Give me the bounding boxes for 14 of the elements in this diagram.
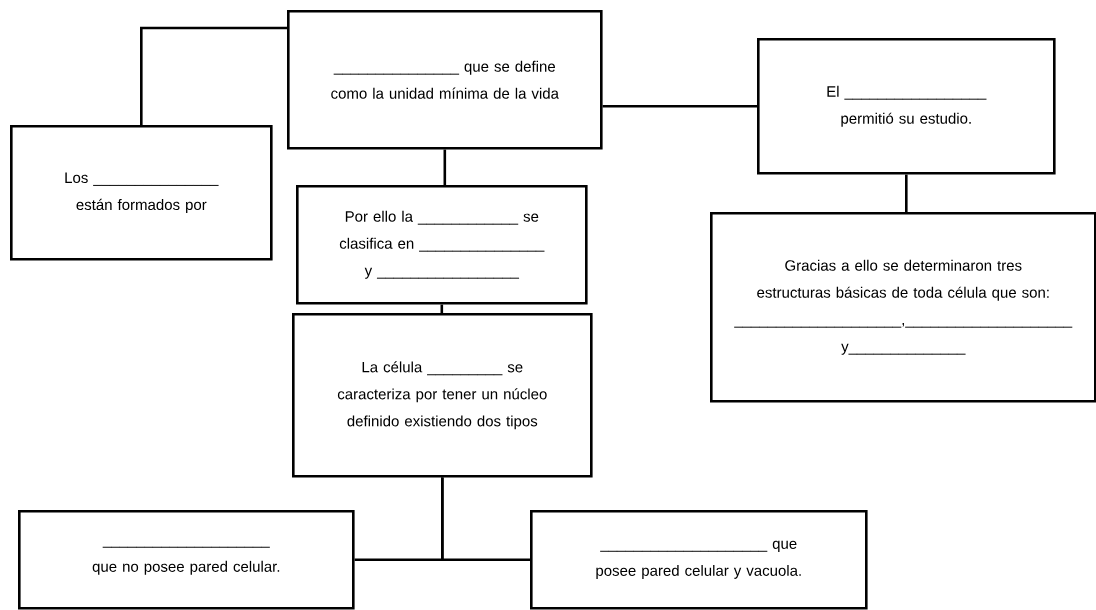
connector-line <box>443 149 447 185</box>
connector-line <box>602 105 757 108</box>
text-box: Los _______________ están formados por <box>10 125 273 261</box>
connector-line <box>440 304 444 313</box>
connector-line <box>905 174 908 212</box>
text-box: Gracias a ello se determinaron tres estructuras básicas de toda célula que son: ____________________,____________________ y______________ <box>710 212 1096 403</box>
connector-line <box>140 26 287 125</box>
connector-line <box>441 477 530 562</box>
text-box: El _________________ permitió su estudio. <box>757 38 1056 175</box>
text-box: _______________ que se define como la unidad mínima de la vida <box>287 10 603 150</box>
text-box: La célula _________ se caracteriza por tener un núcleo definido existiendo dos tipos <box>292 313 593 478</box>
text-box: ____________________ que posee pared celular y vacuola. <box>530 510 868 610</box>
text-box: ____________________ que no posee pared celular. <box>18 510 355 610</box>
text-box: Por ello la ____________ se clasifica en _______________ y _________________ <box>296 185 588 305</box>
